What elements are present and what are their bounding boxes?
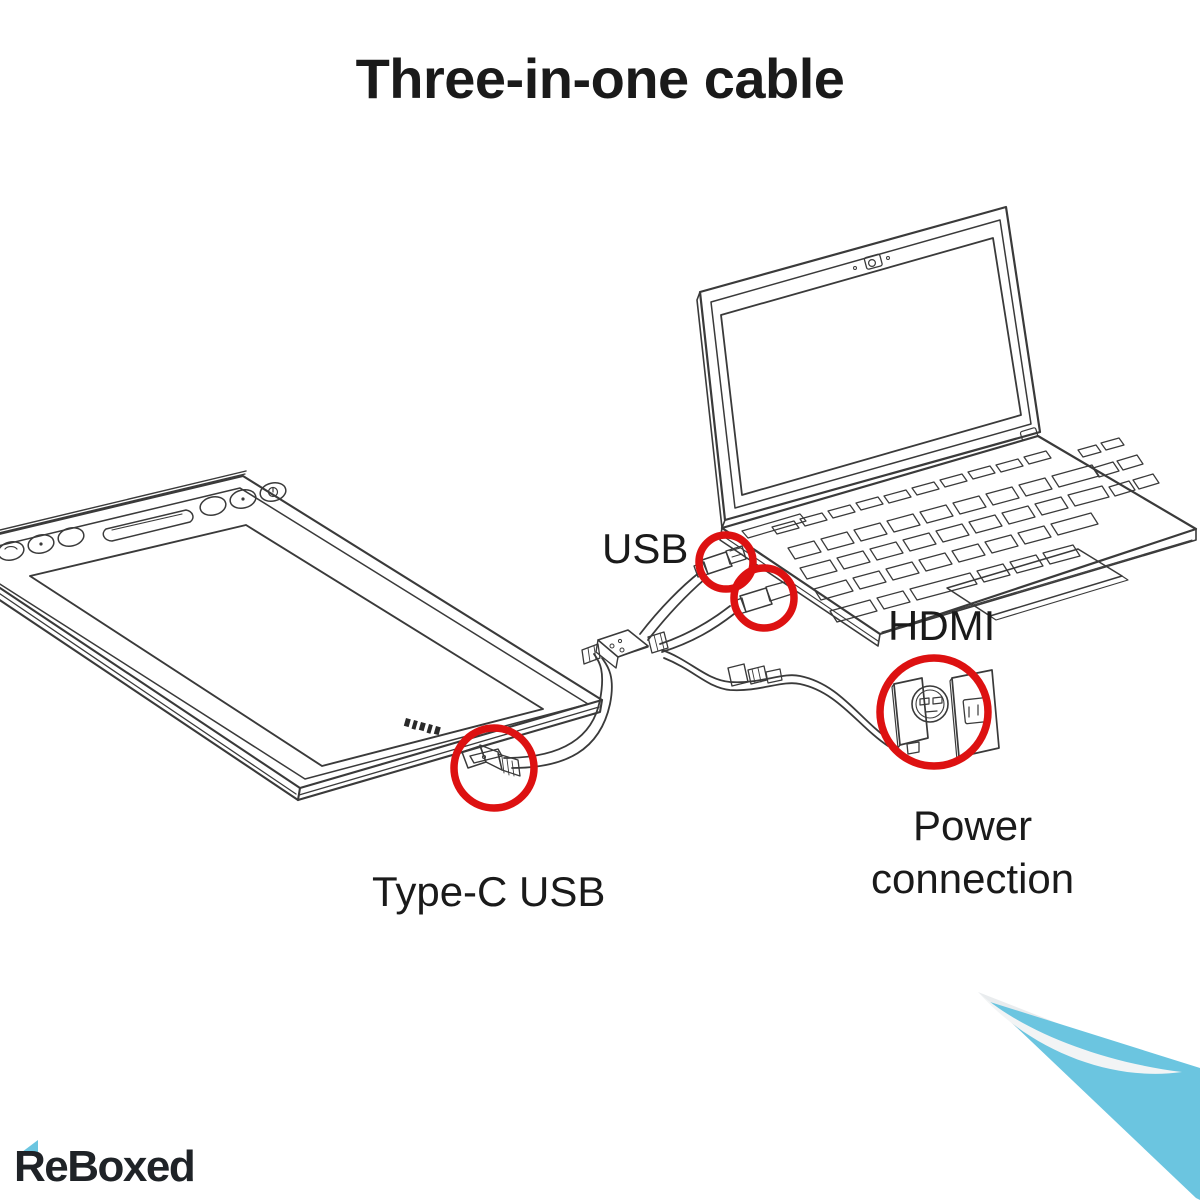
page-title: Three-in-one cable [355, 47, 845, 110]
highlight-circles [450, 531, 992, 812]
reboxed-logo [22, 1140, 38, 1154]
laptop-illustration [696, 205, 1198, 647]
highlight-power-plug [876, 654, 992, 770]
corner-fold-decoration [978, 992, 1200, 1200]
highlight-hdmi-connector [730, 564, 798, 632]
highlight-type-c-connector [450, 724, 538, 812]
label-type-c-usb: Type-C USB [372, 868, 606, 915]
label-usb: USB [602, 525, 689, 572]
drawing-tablet-illustration [0, 470, 604, 802]
label-hdmi: HDMI [888, 602, 996, 649]
cable-assembly [461, 545, 891, 777]
label-power-connection: Power connection [871, 802, 1075, 902]
tablet-brand-mark [403, 718, 441, 736]
brand-name: ReBoxed [14, 1142, 196, 1191]
logo-accent-triangle [22, 1140, 38, 1154]
highlight-usb-connector [695, 531, 757, 593]
